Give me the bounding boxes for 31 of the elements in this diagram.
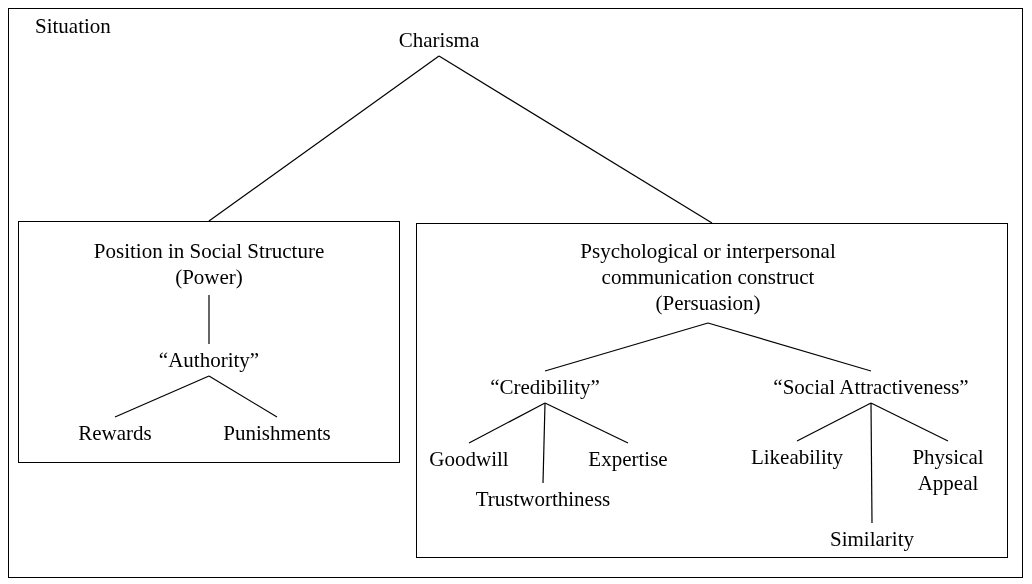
node-label: Rewards [62,420,168,448]
node-label: Punishments [202,420,352,448]
connector-line [707,322,872,372]
node-label: Trustworthiness [472,486,614,514]
frame-box [8,8,1023,578]
connector-line [870,402,949,442]
connector-line [796,402,872,442]
node-label: Position in Social Structure (Power) [69,238,349,294]
situation-label: Situation [35,13,111,39]
connector-line [208,375,278,418]
group-box [416,223,1008,558]
connector-line [544,322,709,372]
connector-line [468,402,546,444]
connector-line [542,402,546,484]
connector-line [208,55,440,222]
node-label: Goodwill [424,446,514,474]
node-label: Psychological or interpersonal communication construct (Persuasion) [568,238,848,322]
node-label: Likeability [738,444,856,472]
node-label: Charisma [379,27,499,55]
node-label: “Credibility” [472,374,618,402]
connector-line [870,402,873,524]
connector-line [438,55,713,224]
node-label: “Authority” [139,347,279,375]
node-label: “Social Attractiveness” [764,374,978,402]
connector-line [114,375,210,418]
connector-line [544,402,629,444]
group-box [18,221,400,463]
node-label: Expertise [582,446,674,474]
node-label: Similarity [822,526,922,554]
connector-line [208,294,210,345]
node-label: Physical Appeal [898,444,998,498]
